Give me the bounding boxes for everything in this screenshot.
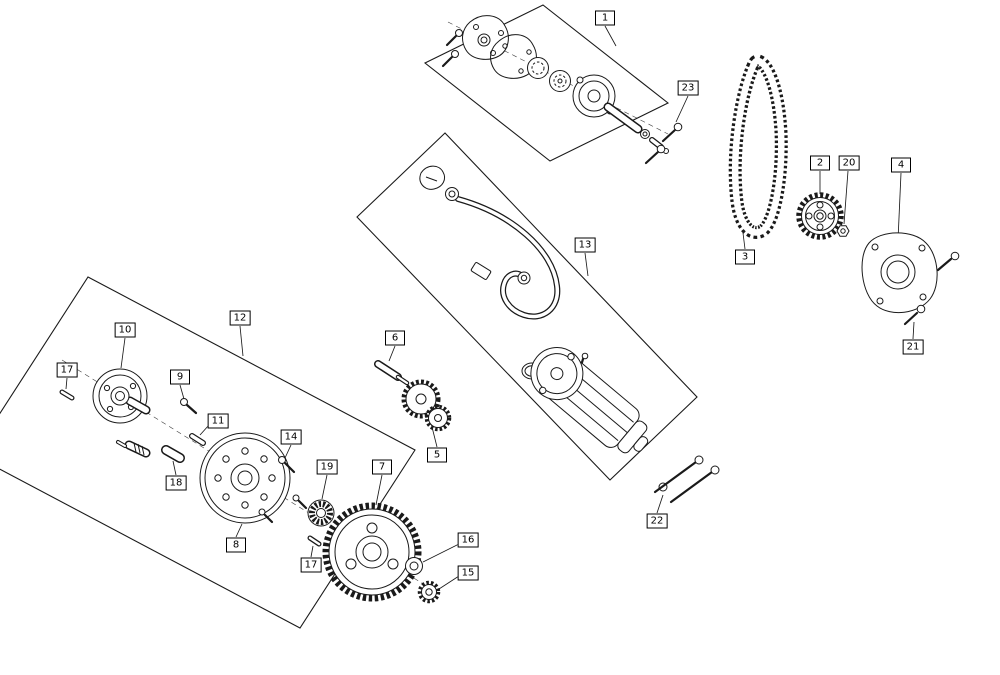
sprocket-nut — [836, 225, 850, 237]
cover-bolt-lower — [903, 304, 926, 326]
callout-10[interactable]: 10 — [114, 322, 136, 338]
lock-nut-15 — [417, 580, 441, 604]
cam-sprocket — [796, 192, 844, 240]
washer-16 — [405, 557, 423, 575]
callout-2[interactable]: 2 — [810, 155, 830, 171]
callout-4[interactable]: 4 — [891, 157, 911, 173]
oil-pump-assembly — [441, 15, 669, 154]
callout-7[interactable]: 7 — [372, 459, 392, 475]
callout-1[interactable]: 1 — [595, 10, 615, 26]
callout-19[interactable]: 19 — [316, 459, 338, 475]
callout-3[interactable]: 3 — [735, 249, 755, 265]
callout-18[interactable]: 18 — [165, 475, 187, 491]
callout-6[interactable]: 6 — [385, 330, 405, 346]
callout-16[interactable]: 16 — [457, 532, 479, 548]
idler-shaft — [374, 360, 410, 386]
needle-bearing — [307, 499, 335, 527]
cover-bolt-upper — [936, 251, 960, 272]
screw-14 — [278, 456, 296, 474]
timing-chain — [728, 54, 788, 239]
callout-12[interactable]: 12 — [229, 310, 251, 326]
callout-23[interactable]: 23 — [677, 80, 699, 96]
end-cover — [861, 232, 938, 314]
mount-bolts — [653, 455, 720, 504]
flywheel — [199, 432, 291, 524]
callout-17-right[interactable]: 17 — [300, 557, 322, 573]
hub-plate — [92, 368, 151, 424]
flywheel-screws — [258, 494, 308, 524]
starter-gear — [322, 502, 422, 602]
leader-lines — [65, 25, 915, 590]
pump-bolts — [644, 122, 683, 165]
callout-17-left[interactable]: 17 — [56, 362, 78, 378]
starter-motor-group — [419, 165, 649, 454]
idler-gear — [401, 379, 452, 432]
callout-8[interactable]: 8 — [226, 537, 246, 553]
starter-motor — [530, 347, 649, 454]
callout-15[interactable]: 15 — [457, 565, 479, 581]
callout-13[interactable]: 13 — [574, 237, 596, 253]
callout-11[interactable]: 11 — [207, 413, 229, 429]
pin-17-left — [59, 389, 75, 401]
pin-17-right — [307, 535, 322, 547]
callout-5[interactable]: 5 — [427, 447, 447, 463]
callout-21[interactable]: 21 — [902, 339, 924, 355]
spacer-stack — [116, 440, 151, 458]
callout-9[interactable]: 9 — [170, 369, 190, 385]
callout-22[interactable]: 22 — [646, 513, 668, 529]
pin-11 — [189, 433, 206, 446]
screw-9 — [180, 398, 198, 415]
bushing-18 — [161, 445, 185, 463]
callout-14[interactable]: 14 — [280, 429, 302, 445]
callout-20[interactable]: 20 — [838, 155, 860, 171]
